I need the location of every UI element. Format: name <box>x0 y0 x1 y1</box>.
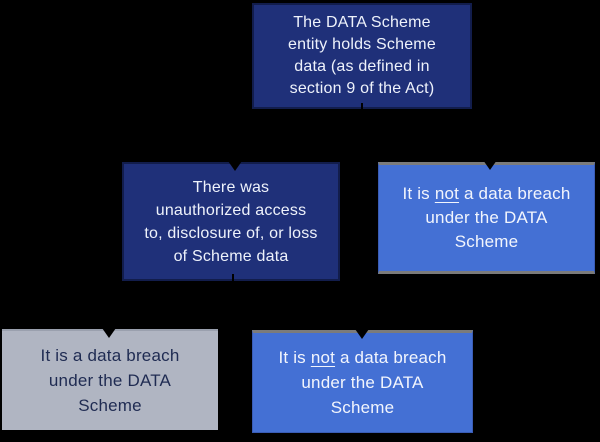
edge-top-to-unauthorized <box>234 103 363 160</box>
edge-top-to-not-breach-right <box>362 135 491 159</box>
node-text-line: under the DATA <box>301 373 424 392</box>
node-text-line: There was <box>192 178 270 196</box>
underlined-not: not <box>434 184 460 203</box>
node-not-breach-bottom: It is not a data breach under the DATA S… <box>252 330 473 433</box>
node-text-line: data (as defined in <box>294 58 430 75</box>
node-text-line: to, disclosure of, or loss <box>144 224 318 242</box>
text-suffix: a data breach <box>459 184 571 203</box>
node-entity-holds-scheme-data: The DATA Scheme entity holds Scheme data… <box>252 3 472 109</box>
underlined-not: not <box>310 348 336 367</box>
node-text-line: Scheme <box>78 396 142 415</box>
node-text-line: It is not a data breach <box>402 182 570 206</box>
text-suffix: a data breach <box>335 348 447 367</box>
node-text-line: Scheme <box>330 398 395 417</box>
edge-unauthorized-to-is-breach <box>108 274 234 327</box>
text-prefix: It is <box>402 184 435 203</box>
node-text-line: under the DATA <box>425 208 548 227</box>
node-text-line: It is not a data breach <box>278 345 446 370</box>
node-not-breach-right: It is not a data breach under the DATA S… <box>378 162 595 274</box>
node-unauthorized-access: There was unauthorized access to, disclo… <box>122 162 340 281</box>
node-text-line: The DATA Scheme <box>293 14 431 31</box>
node-text-line: section 9 of the Act) <box>289 80 435 97</box>
node-text-line: unauthorized access <box>155 201 307 219</box>
edge-unauthorized-to-not-breach-bottom <box>233 304 363 328</box>
node-text-line: of Scheme data <box>173 247 289 265</box>
node-is-breach: It is a data breach under the DATA Schem… <box>2 329 218 430</box>
node-text-line: It is a data breach <box>40 346 180 365</box>
text-prefix: It is <box>278 348 311 367</box>
node-text-line: entity holds Scheme <box>288 36 436 53</box>
node-text-line: under the DATA <box>48 371 172 390</box>
node-text-line: Scheme <box>454 232 519 251</box>
